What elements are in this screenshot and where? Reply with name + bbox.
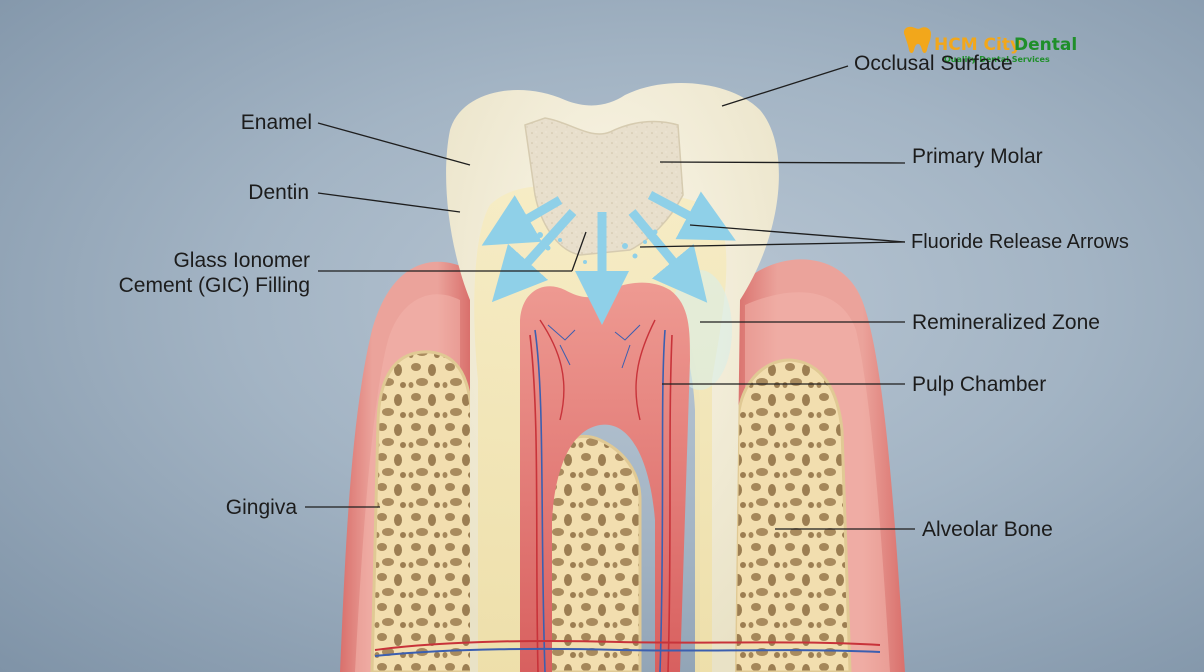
leader-lines <box>305 65 915 530</box>
label-enamel: Enamel <box>241 111 312 134</box>
label-remineralized-zone: Remineralized Zone <box>912 311 1100 334</box>
logo-name-part1: HCM City <box>934 35 1021 55</box>
label-occlusal-surface: Occlusal Surface <box>854 52 1013 75</box>
label-fluoride-release-arrows: Fluoride Release Arrows <box>911 231 1129 253</box>
tooth-logo-icon <box>903 26 931 53</box>
pulp-chamber-shape <box>374 282 881 672</box>
label-gic-line1: Glass Ionomer <box>173 249 310 272</box>
label-dentin: Dentin <box>248 181 309 204</box>
label-gingiva: Gingiva <box>226 496 298 519</box>
logo-name-part2: Dental <box>1014 35 1077 55</box>
logo-tagline: Quality Dental Services <box>944 55 1050 64</box>
label-primary-molar: Primary Molar <box>912 145 1043 168</box>
brand-logo: HCM City Dental Quality Dental Services <box>903 26 1077 64</box>
label-gic-line2: Cement (GIC) Filling <box>119 274 310 297</box>
label-alveolar-bone: Alveolar Bone <box>922 518 1053 541</box>
label-pulp-chamber: Pulp Chamber <box>912 373 1046 396</box>
